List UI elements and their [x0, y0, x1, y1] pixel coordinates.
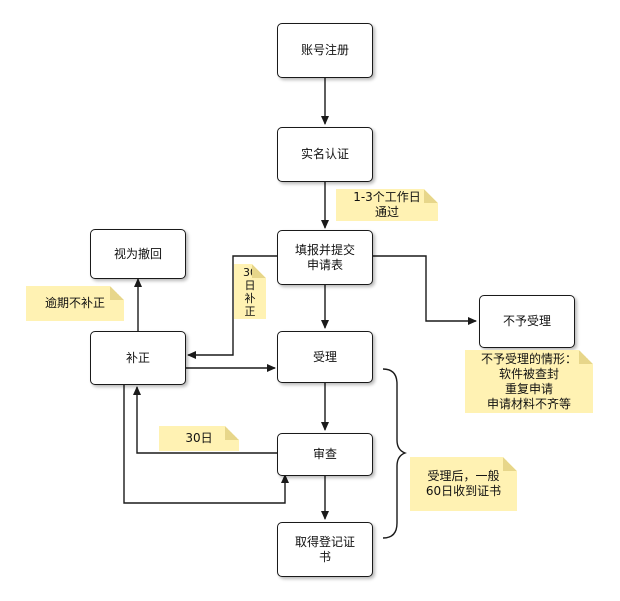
arrow-correction-to-review	[123, 385, 289, 504]
node-correction: 补正	[90, 331, 186, 385]
note-review-days-text: 30日	[185, 431, 213, 445]
node-submit: 填报并提交 申请表	[277, 230, 373, 285]
note-approval-time: 1-3个工作日 通过	[336, 189, 438, 221]
note-fold-icon	[110, 286, 124, 300]
note-fold-icon	[424, 189, 438, 203]
note-overdue: 逾期不补正	[26, 286, 124, 321]
note-approval-time-text: 1-3个工作日 通过	[353, 190, 421, 219]
note-fold-icon	[225, 426, 239, 440]
brace-accept-to-certificate	[382, 368, 407, 539]
node-withdrawn: 视为撤回	[90, 229, 186, 279]
node-reject: 不予受理	[479, 295, 575, 348]
note-review-days: 30日	[159, 426, 239, 451]
node-register: 账号注册	[277, 23, 373, 78]
note-reject-reasons: 不予受理的情形： 软件被查封 重复申请 申请材料不齐等	[465, 350, 593, 413]
note-correction-days: 30 日 补 正	[234, 264, 266, 319]
arrow-review-to-correction	[133, 386, 277, 454]
arrow-submit-to-correction	[187, 255, 277, 359]
note-issue-time: 受理后，一般 60日收到证书	[410, 457, 517, 511]
node-certificate: 取得登记证 书	[277, 522, 373, 577]
node-review: 审查	[277, 433, 373, 476]
arrow-submit-to-reject	[373, 255, 477, 325]
note-correction-days-text: 30 日 补 正	[243, 265, 257, 318]
note-reject-reasons-text: 不予受理的情形： 软件被查封 重复申请 申请材料不齐等	[480, 351, 577, 411]
note-overdue-text: 逾期不补正	[44, 296, 105, 310]
note-fold-icon	[252, 264, 266, 278]
note-issue-time-text: 受理后，一般 60日收到证书	[425, 469, 502, 498]
node-realname: 实名认证	[277, 127, 373, 182]
note-fold-icon	[579, 350, 593, 364]
note-fold-icon	[503, 457, 517, 471]
node-accept: 受理	[277, 331, 373, 383]
